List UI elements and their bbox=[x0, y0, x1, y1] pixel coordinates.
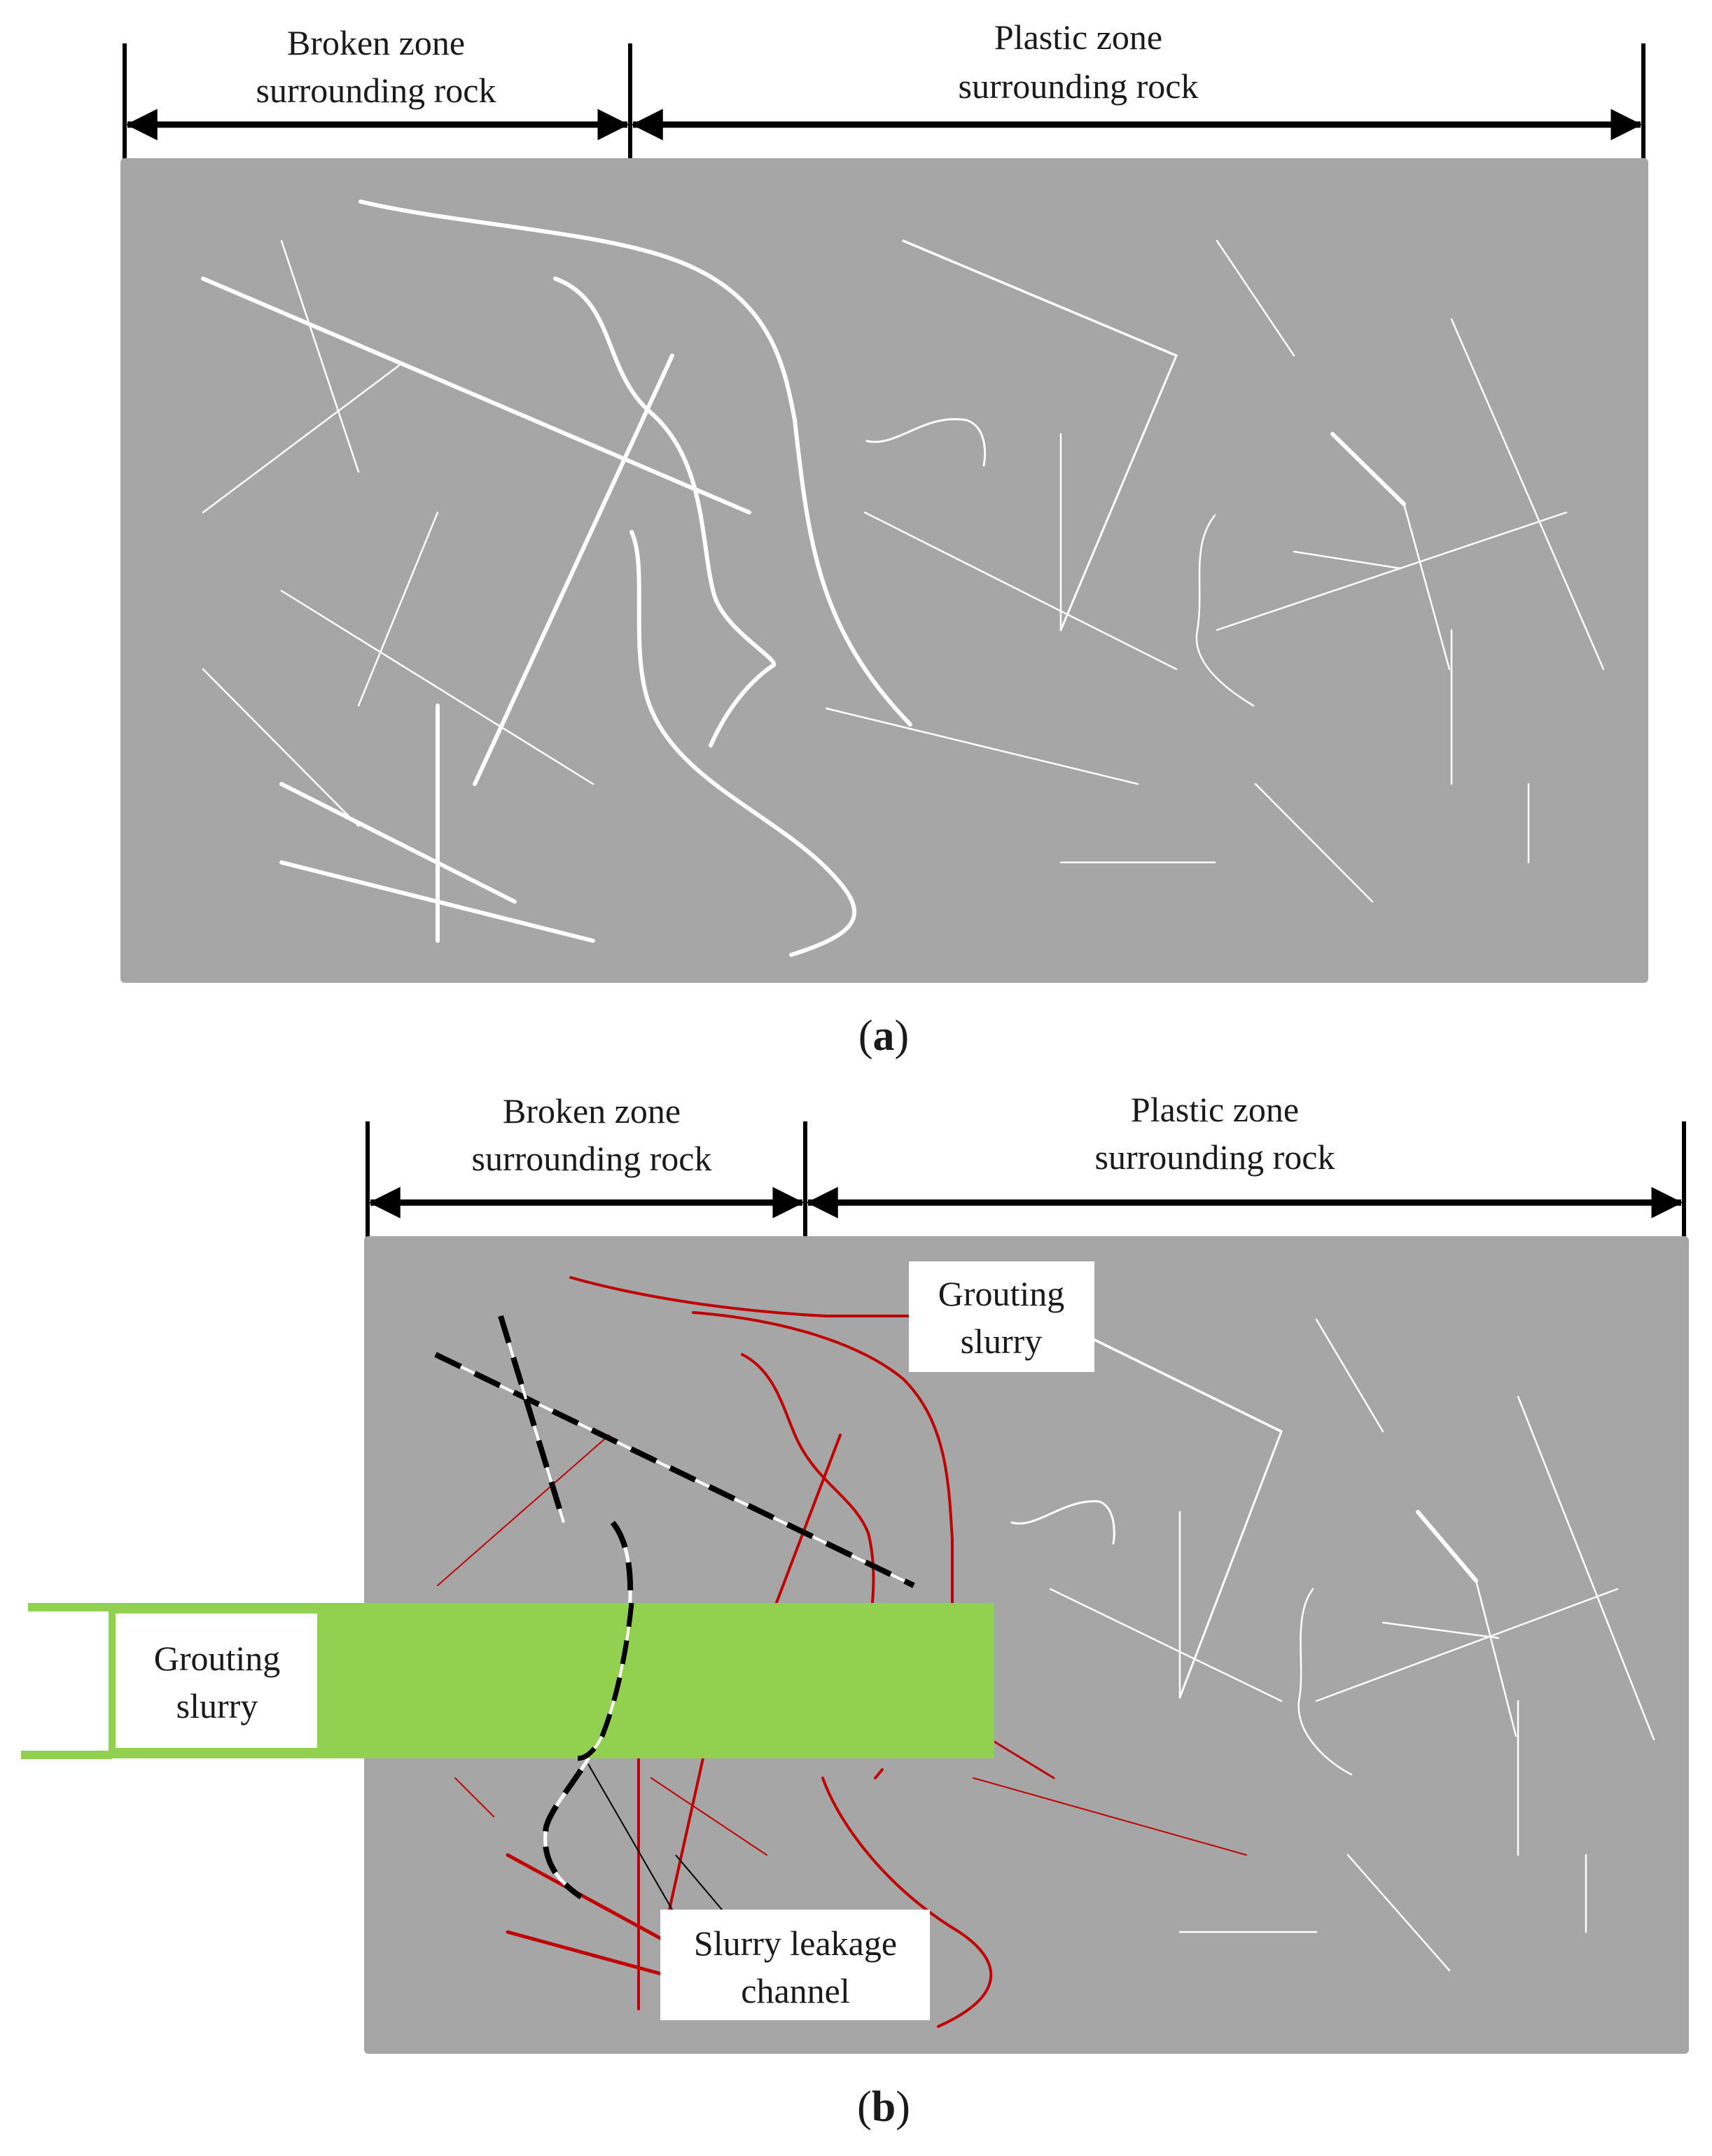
grouted-crack bbox=[454, 1777, 494, 1817]
crack bbox=[1059, 354, 1178, 631]
crack bbox=[473, 354, 674, 786]
panel-a-plastic-zone-label-line1: Plastic zone bbox=[994, 18, 1162, 57]
callout-grouting-slurry-pipe: Grouting slurry bbox=[116, 1614, 317, 1748]
crack bbox=[279, 782, 517, 904]
callout-grouting-slurry-top-box bbox=[909, 1261, 1094, 1372]
panel-b-open-cracks bbox=[1010, 1318, 1655, 1972]
callout-grouting-slurry-top-line2: slurry bbox=[961, 1322, 1043, 1361]
crack bbox=[1450, 318, 1605, 671]
crack bbox=[280, 589, 594, 785]
crack bbox=[1315, 1588, 1619, 1702]
callout-grouting-slurry-pipe-box bbox=[116, 1614, 317, 1748]
panel-b-broken-zone-label-line2: surrounding rock bbox=[472, 1139, 712, 1178]
grouted-crack bbox=[821, 1777, 993, 2028]
grouted-crack bbox=[989, 1738, 1055, 1779]
panel-a-rock-mass bbox=[120, 158, 1648, 983]
panel-b-broken-zone-label-line1: Broken zone bbox=[503, 1091, 681, 1130]
crack bbox=[863, 511, 1178, 671]
grouted-crack bbox=[437, 1434, 610, 1586]
panel-a-dimensions bbox=[123, 43, 1645, 162]
grouted-crack bbox=[506, 1930, 664, 1976]
grouted-crack bbox=[664, 1738, 709, 1930]
grouted-crack bbox=[650, 1777, 767, 1856]
crack bbox=[1178, 1430, 1283, 1699]
crack bbox=[1293, 550, 1402, 570]
crack bbox=[1403, 503, 1451, 671]
crack bbox=[1010, 1500, 1115, 1545]
crack bbox=[553, 276, 777, 748]
leakage-crack-dashes bbox=[498, 1315, 566, 1524]
crack bbox=[825, 707, 1139, 785]
panel-a: Broken zone surrounding rock Plastic zon… bbox=[120, 18, 1648, 1060]
crack bbox=[1254, 783, 1374, 903]
callout-grouting-slurry-pipe-line1: Grouting bbox=[154, 1639, 281, 1678]
crack bbox=[1315, 1318, 1384, 1433]
panel-b-plastic-zone-label-line1: Plastic zone bbox=[1131, 1090, 1299, 1129]
crack bbox=[1475, 1579, 1517, 1737]
grouted-crack bbox=[569, 1276, 915, 1317]
panel-b-caption-letter: b bbox=[872, 2083, 896, 2131]
crack bbox=[1330, 432, 1406, 506]
callout-slurry-leakage-channel-box bbox=[660, 1910, 930, 2020]
grouted-crack bbox=[973, 1777, 1247, 1856]
panel-b-caption: (b) bbox=[857, 2083, 910, 2131]
panel-a-caption-letter: a bbox=[873, 1012, 895, 1060]
crack bbox=[1216, 511, 1568, 631]
panel-a-broken-zone-label-line2: surrounding rock bbox=[256, 71, 496, 110]
panel-a-broken-zone-label-line1: Broken zone bbox=[287, 23, 465, 62]
crack bbox=[1049, 1588, 1283, 1702]
crack bbox=[1195, 514, 1255, 707]
grouted-crack bbox=[874, 1768, 884, 1779]
crack bbox=[1346, 1854, 1451, 1972]
crack bbox=[1087, 1336, 1283, 1433]
leakage-crack-dashes bbox=[434, 1352, 915, 1588]
crack bbox=[201, 276, 751, 514]
crack bbox=[1517, 1395, 1655, 1741]
leakage-crack-over-pipe-dashes bbox=[577, 1602, 634, 1761]
crack bbox=[902, 239, 1178, 357]
crack bbox=[1297, 1588, 1353, 1776]
crack bbox=[865, 418, 987, 467]
panel-a-cracks bbox=[201, 200, 1605, 957]
panel-b: Broken zone surrounding rock Plastic zon… bbox=[21, 1090, 1689, 2131]
callout-slurry-leakage-channel-line1: Slurry leakage bbox=[694, 1924, 897, 1963]
crack bbox=[1416, 1510, 1478, 1583]
grouted-crack bbox=[772, 1434, 842, 1611]
crack bbox=[357, 511, 439, 707]
callout-slurry-leakage-channel-line2: channel bbox=[741, 1971, 849, 2010]
crack bbox=[202, 364, 401, 514]
panel-b-dimensions bbox=[366, 1121, 1686, 1240]
crack bbox=[359, 200, 912, 727]
panel-b-rock-mass bbox=[364, 1236, 1689, 2054]
callout-grouting-slurry-pipe-line2: slurry bbox=[176, 1686, 258, 1726]
crack bbox=[202, 668, 360, 827]
callout-grouting-slurry-top: Grouting slurry bbox=[909, 1261, 1094, 1372]
grouted-crack bbox=[692, 1311, 954, 1611]
callout-slurry-leakage-channel: Slurry leakage channel bbox=[660, 1910, 930, 2020]
crack bbox=[1216, 239, 1295, 357]
panel-a-plastic-zone-label-line2: surrounding rock bbox=[959, 66, 1199, 106]
crack bbox=[1382, 1621, 1500, 1639]
grouted-crack bbox=[506, 1853, 664, 1941]
panel-a-caption: (a) bbox=[858, 1012, 909, 1060]
callout-grouting-slurry-top-line1: Grouting bbox=[938, 1274, 1065, 1313]
panel-b-plastic-zone-label-line2: surrounding rock bbox=[1095, 1138, 1335, 1177]
crack bbox=[280, 239, 360, 473]
crack bbox=[629, 530, 857, 957]
